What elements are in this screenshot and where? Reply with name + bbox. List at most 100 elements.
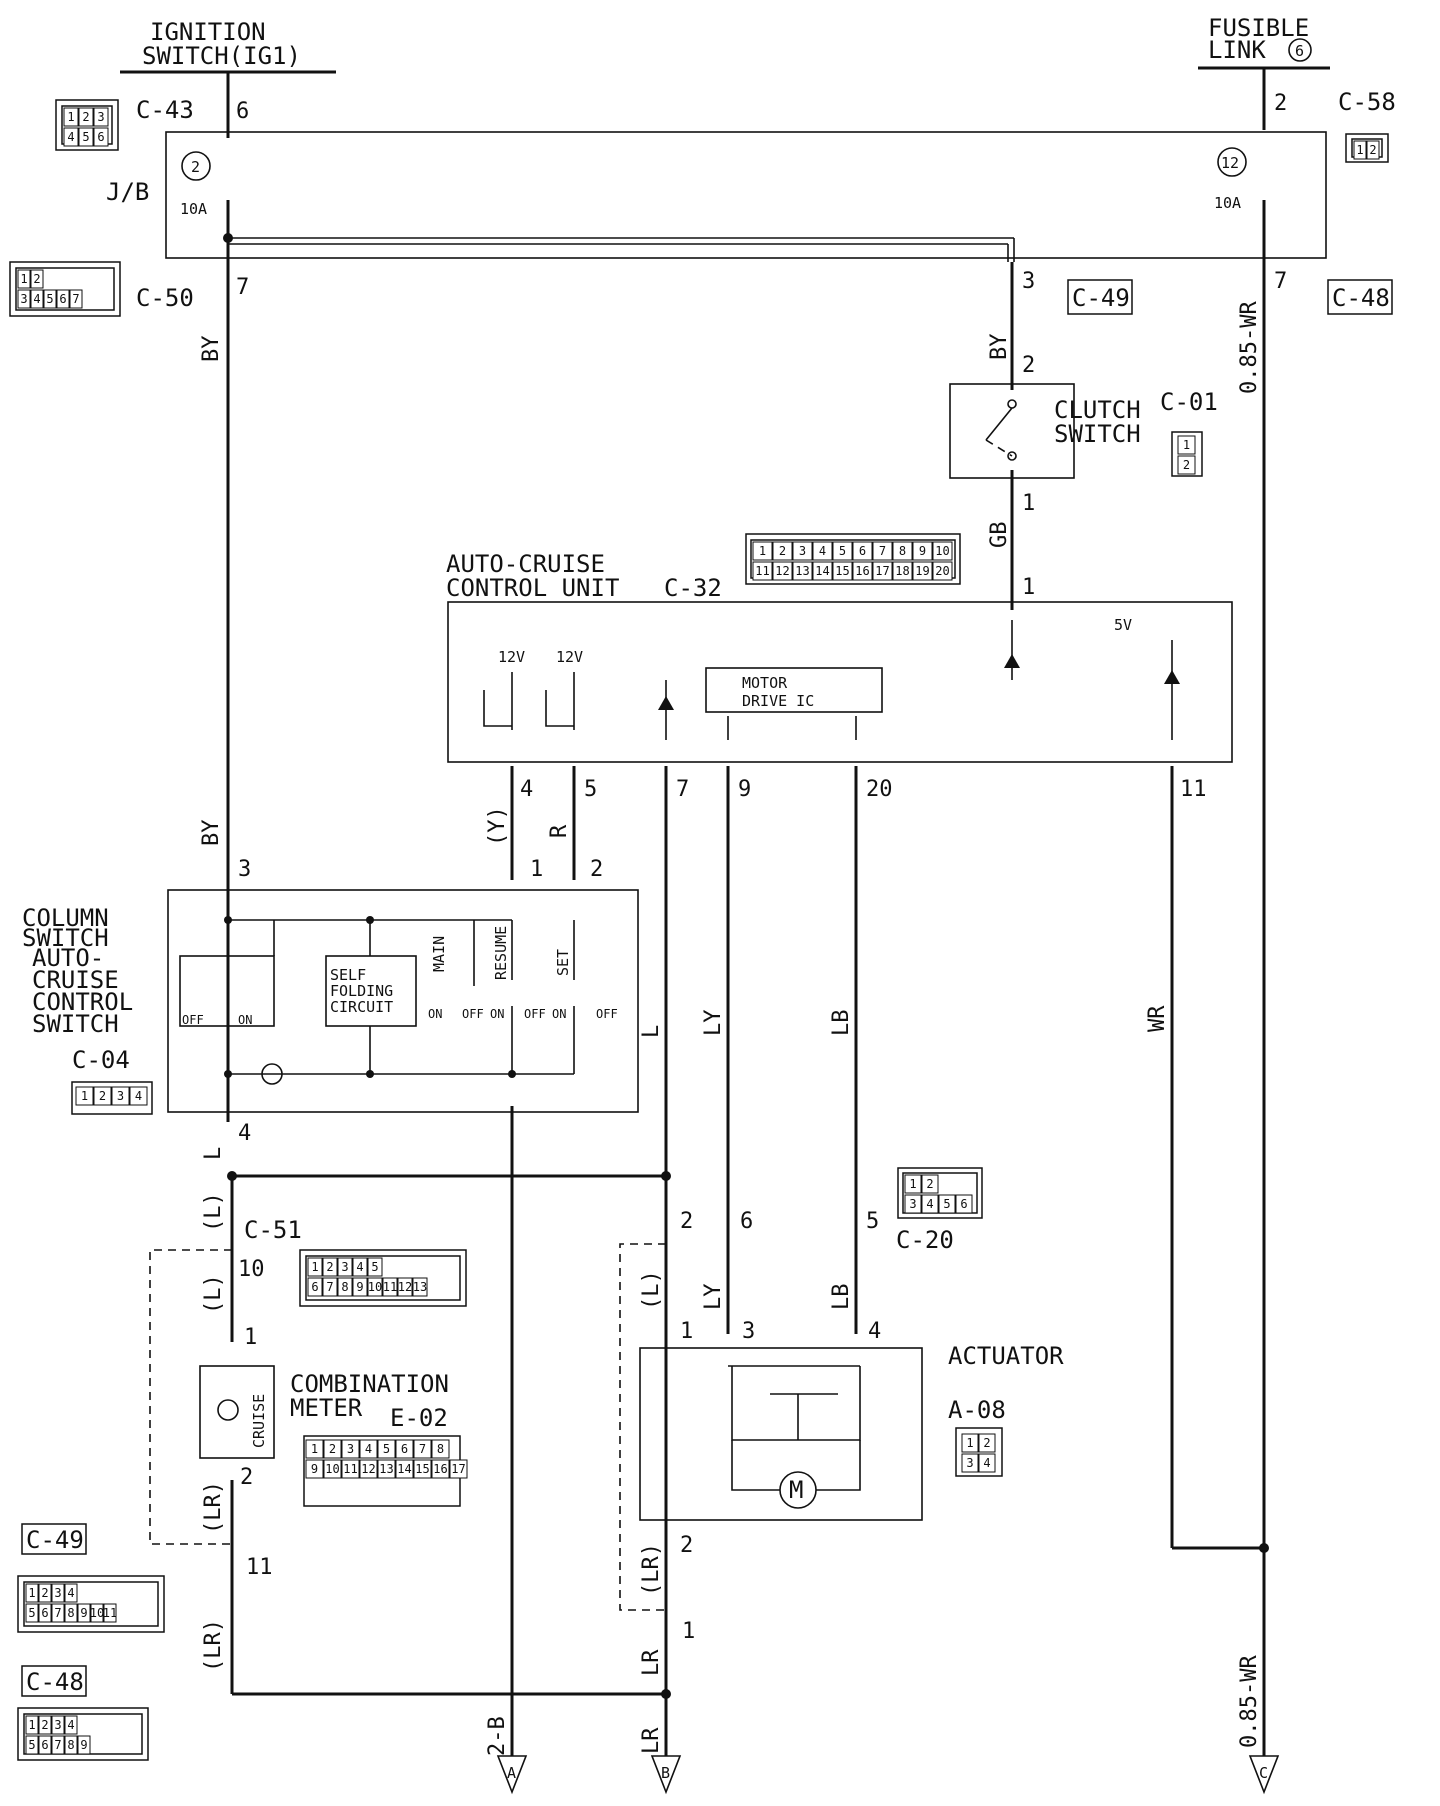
connector-c48-face — [1327, 279, 1393, 315]
pin-label-e02-13: 13 — [379, 1462, 393, 1476]
pin-cell-c43-2 — [78, 107, 94, 127]
pin-label-c58-1: 1 — [1356, 143, 1363, 157]
pin-cell-e02-13 — [377, 1459, 396, 1479]
pin-label-c48-2: 2 — [41, 1718, 48, 1732]
pin-cell-c51-11 — [382, 1277, 398, 1297]
pin-label-c50-5: 5 — [46, 292, 53, 306]
pin-cell-c49-2 — [38, 1583, 52, 1603]
pin-cell-c20-6 — [955, 1194, 973, 1214]
switch-off-label: OFF — [182, 1013, 204, 1027]
pin-cell-c50-5 — [43, 289, 57, 309]
wire-wr-1: 0.85-WR — [1237, 301, 1262, 394]
pin-label-c51-2: 2 — [326, 1260, 333, 1274]
pin-label-a08-3: 3 — [966, 1456, 973, 1470]
pin-c20-2: 2 — [680, 1209, 693, 1234]
pin-label-c49-1: 1 — [28, 1586, 35, 1600]
pin-m10: 10 — [238, 1257, 265, 1282]
pin-cell-c51-2 — [322, 1257, 338, 1277]
pin-cell-c58-2 — [1366, 140, 1380, 160]
pin-label-c20-1: 1 — [909, 1177, 916, 1191]
wire-ly-2: LY — [701, 1284, 726, 1311]
pin-label-c49-8: 8 — [67, 1606, 74, 1620]
wire-l-paren-2: (L) — [201, 1274, 226, 1314]
pin-label-c58-2: 2 — [1369, 143, 1376, 157]
pin-ig6: 6 — [236, 99, 249, 124]
pin-label-c51-10: 10 — [368, 1280, 382, 1294]
pin-cell-c51-4 — [352, 1257, 368, 1277]
resume-off: OFF — [524, 1007, 546, 1021]
pin-cell-c43-1 — [63, 107, 79, 127]
pin-label-c50-3: 3 — [20, 292, 27, 306]
pin-cell-c32-12 — [772, 561, 793, 581]
clutch-switch: CLUTCH SWITCH — [949, 383, 1141, 479]
pin-label-e02-7: 7 — [419, 1442, 426, 1456]
pin-label-a08-1: 1 — [966, 1436, 973, 1450]
pin-cell-e02-14 — [395, 1459, 414, 1479]
pin-cell-c51-1 — [307, 1257, 323, 1277]
pin-cell-c51-6 — [307, 1277, 323, 1297]
pin-u7: 7 — [676, 777, 689, 802]
pin-label-c32-7: 7 — [879, 544, 886, 558]
pin-label-c01-2: 2 — [1183, 458, 1190, 472]
motor-ic-label-1: MOTOR — [742, 674, 788, 692]
resume-on: ON — [490, 1007, 504, 1021]
pin-label-c20-5: 5 — [943, 1197, 950, 1211]
pin-cell-c50-4 — [30, 289, 44, 309]
wire-l-paren-1: (L) — [201, 1192, 226, 1232]
pin-cell-c48-3 — [51, 1715, 65, 1735]
wiring — [149, 68, 1266, 1756]
pin-cell-c20-4 — [921, 1194, 939, 1214]
meter-label-2: METER — [290, 1394, 363, 1422]
unit-label-1: AUTO-CRUISE — [446, 550, 605, 578]
pin-label-e02-9: 9 — [311, 1462, 318, 1476]
pin-cs1: 1 — [530, 857, 543, 882]
pin-label-c43-5: 5 — [82, 130, 89, 144]
connector-c49-face — [1067, 279, 1133, 315]
pin-m11: 11 — [246, 1555, 273, 1580]
pin-cell-c50-2 — [30, 269, 44, 289]
pin-cell-c51-9 — [352, 1277, 368, 1297]
pin-label-c51-1: 1 — [311, 1260, 318, 1274]
pin-cell-c32-3 — [792, 541, 813, 561]
pin-label-c51-9: 9 — [356, 1280, 363, 1294]
pin-cell-c48-7 — [51, 1735, 65, 1755]
pin-label-c50-4: 4 — [33, 292, 40, 306]
pin-cell-c49-8 — [64, 1603, 78, 1623]
pin-cell-c32-15 — [832, 561, 853, 581]
pin-label-c51-12: 12 — [398, 1280, 412, 1294]
pin-label-c32-12: 12 — [775, 564, 789, 578]
pin-label-e02-15: 15 — [415, 1462, 429, 1476]
pin-cell-c48-9 — [77, 1735, 91, 1755]
ground-c: C — [1248, 1755, 1280, 1795]
pin-label-c32-14: 14 — [815, 564, 829, 578]
wire-r: R — [547, 824, 572, 838]
ground-c-label: C — [1259, 1764, 1268, 1782]
pin-label-e02-6: 6 — [401, 1442, 408, 1456]
pin-label-e02-1: 1 — [311, 1442, 318, 1456]
meter-label-1: COMBINATION — [290, 1370, 449, 1398]
fuse-left-number: 2 — [191, 158, 200, 176]
pin-cell-e02-2 — [323, 1439, 342, 1459]
fuse-right-rating: 10A — [1214, 194, 1241, 212]
pin-cell-c49-6 — [38, 1603, 52, 1623]
pin-label-c43-3: 3 — [97, 110, 104, 124]
pin-cell-e02-3 — [341, 1439, 360, 1459]
pin-cell-c32-10 — [932, 541, 953, 561]
motor-ic-label-2: DRIVE IC — [742, 692, 814, 710]
actuator: ACTUATOR M — [639, 1342, 1064, 1521]
pin-label-c49-5: 5 — [28, 1606, 35, 1620]
pin-cell-c51-13 — [412, 1277, 428, 1297]
pin-cell-a08-1 — [961, 1433, 979, 1453]
pin-cell-e02-12 — [359, 1459, 378, 1479]
wire-lr-actuator: (LR) — [639, 1543, 664, 1596]
pin-cell-c20-3 — [904, 1194, 922, 1214]
unit-12v-1: 12V — [498, 648, 525, 666]
pin-label-c51-11: 11 — [383, 1280, 397, 1294]
pin-cell-c43-3 — [93, 107, 109, 127]
pin-jb7: 7 — [236, 275, 249, 300]
pin-label-c32-5: 5 — [839, 544, 846, 558]
pin-cell-c49-11 — [103, 1603, 117, 1623]
pin-cell-c32-13 — [792, 561, 813, 581]
unit-12v-2: 12V — [556, 648, 583, 666]
pin-cell-c51-8 — [337, 1277, 353, 1297]
